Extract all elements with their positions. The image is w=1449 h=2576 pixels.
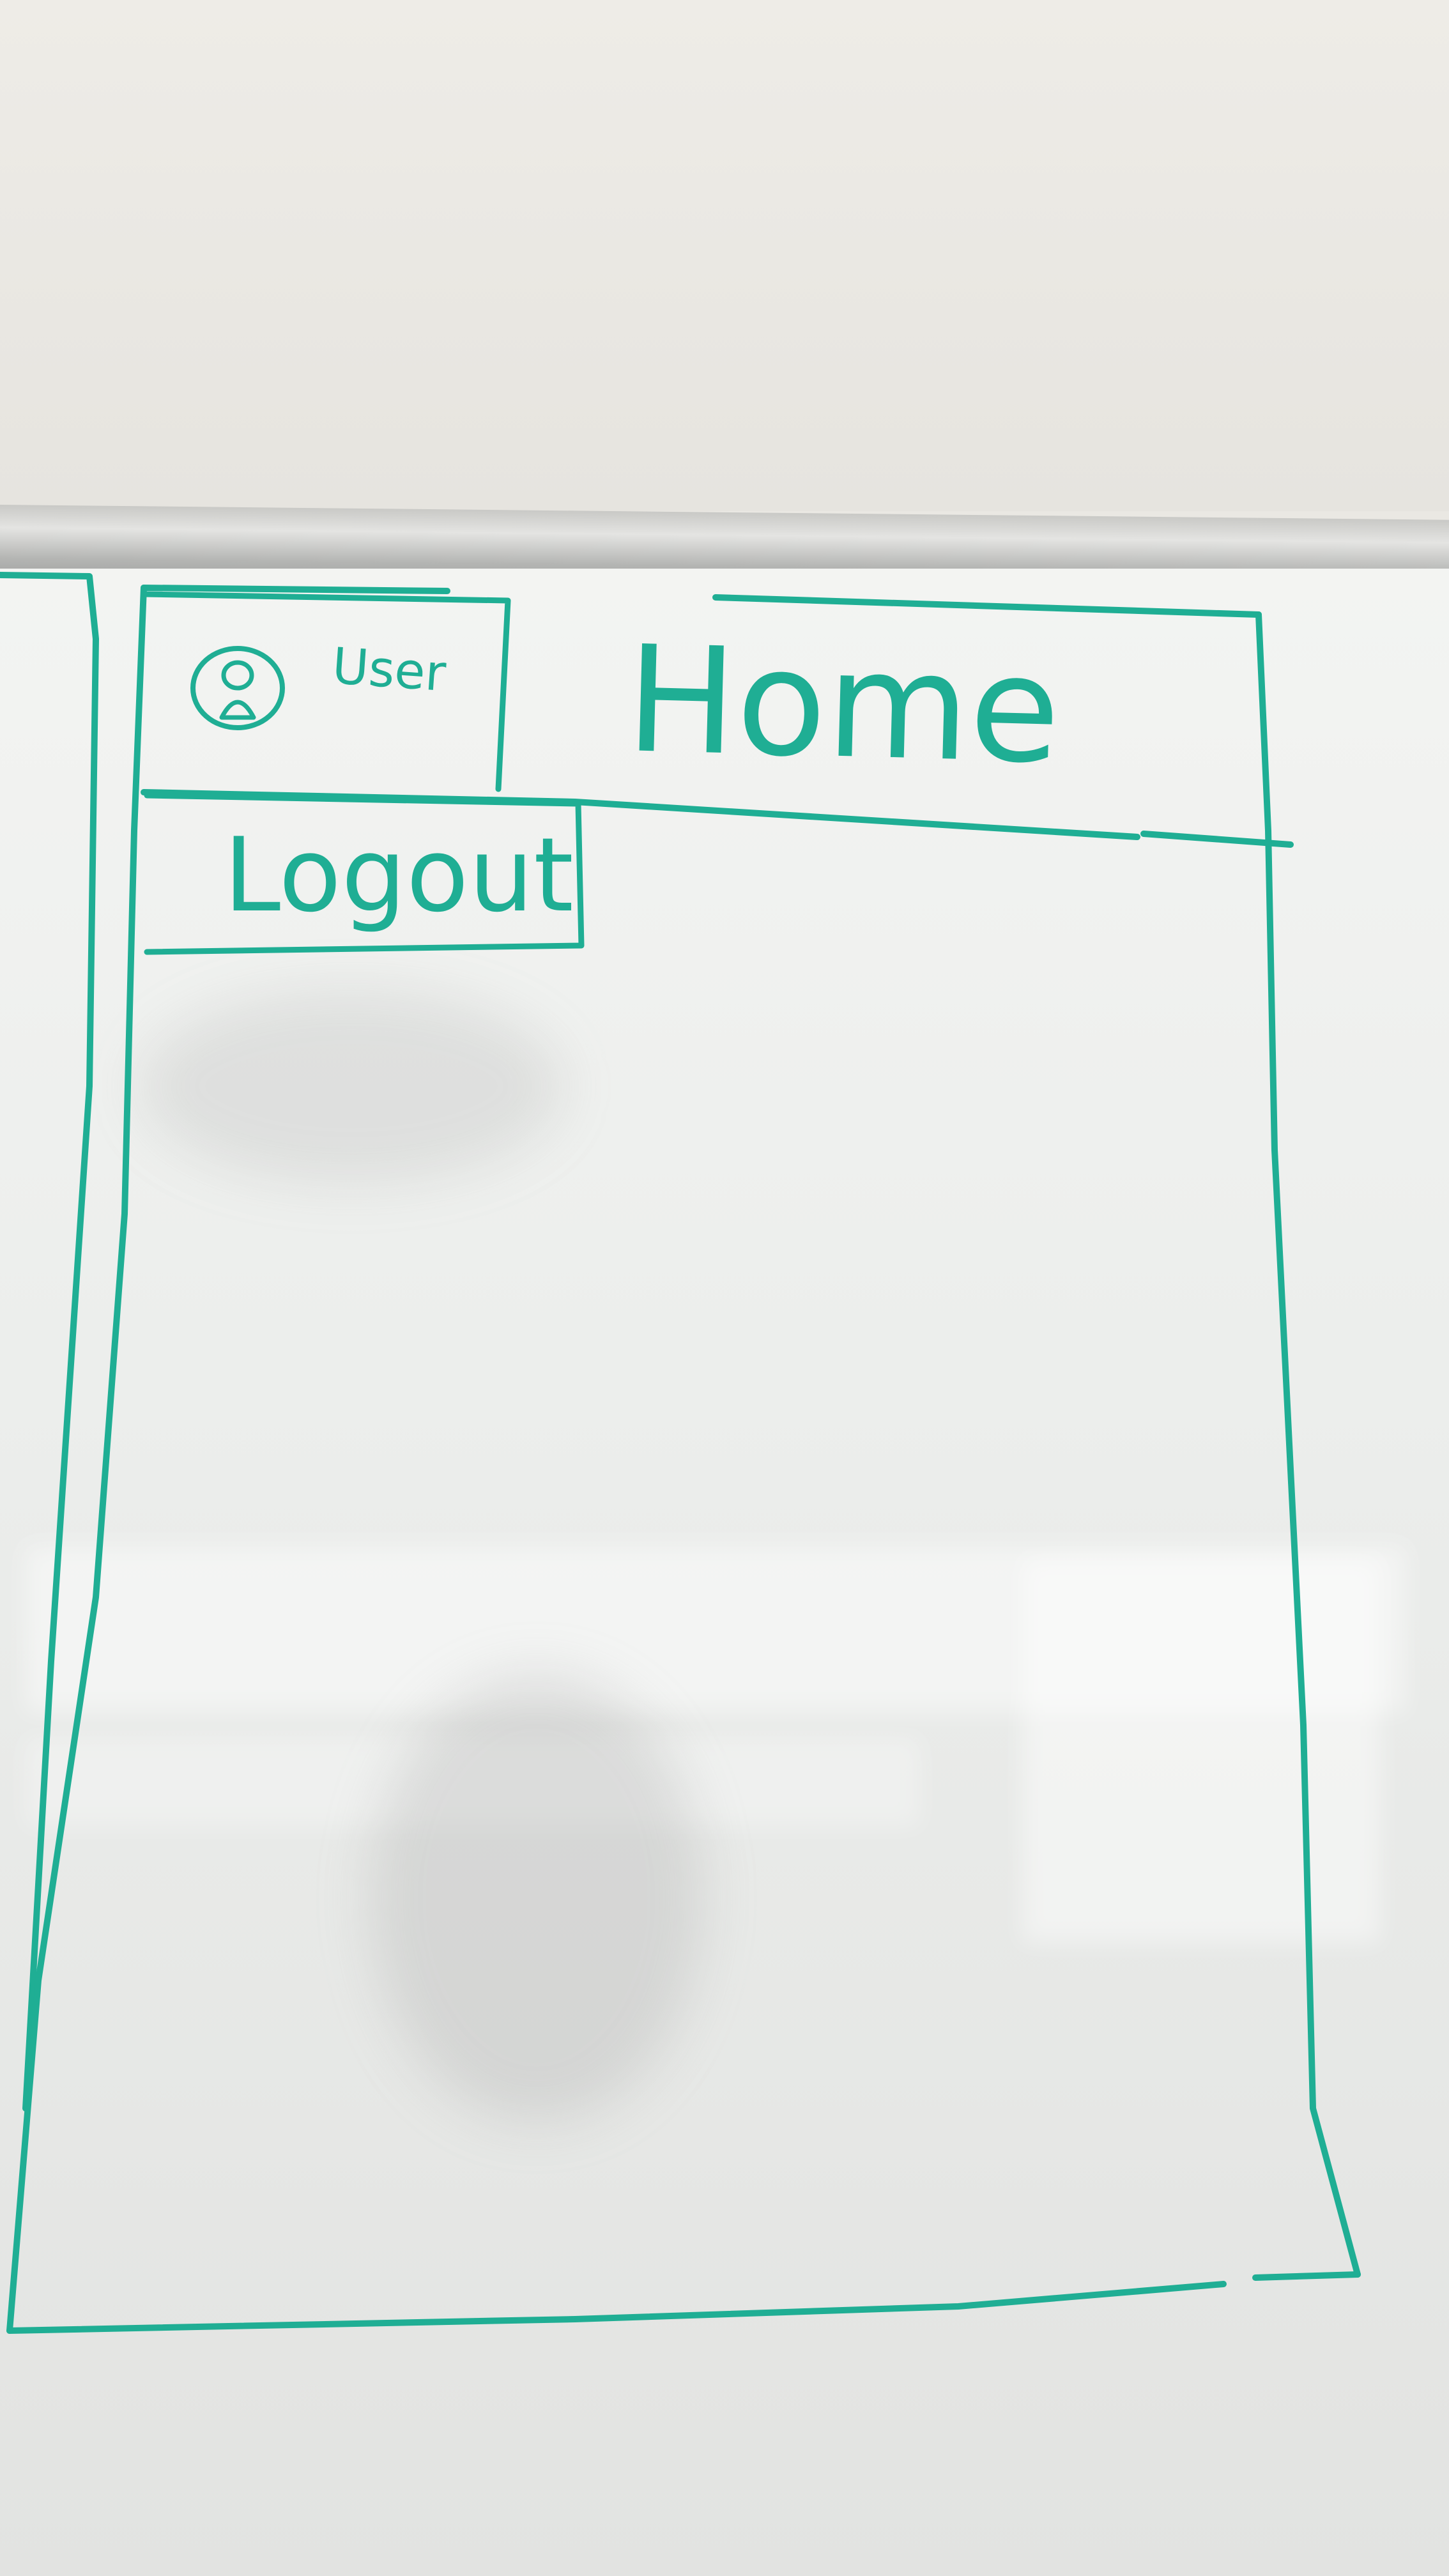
user-avatar-icon[interactable] xyxy=(187,642,289,735)
whiteboard xyxy=(0,569,1449,2576)
window-reflection-lower xyxy=(26,1738,920,1827)
screen-frame-right xyxy=(1255,611,1361,2278)
window-reflection xyxy=(1022,1559,1380,1942)
light-reflection xyxy=(26,1546,1406,1712)
wall xyxy=(0,0,1449,511)
screen-frame-top xyxy=(141,585,1262,618)
page-title: Home xyxy=(624,615,1062,797)
logout-box-outline xyxy=(144,792,585,955)
person-reflection xyxy=(371,1674,703,2121)
user-box-outline xyxy=(141,591,511,792)
screen-frame-left xyxy=(6,585,147,2334)
erased-marks xyxy=(141,990,562,1182)
logout-button[interactable]: Logout xyxy=(224,815,574,935)
adjacent-frame-line xyxy=(0,572,99,2112)
screen-frame-bottom xyxy=(6,2271,1361,2334)
user-label[interactable]: User xyxy=(330,637,448,703)
